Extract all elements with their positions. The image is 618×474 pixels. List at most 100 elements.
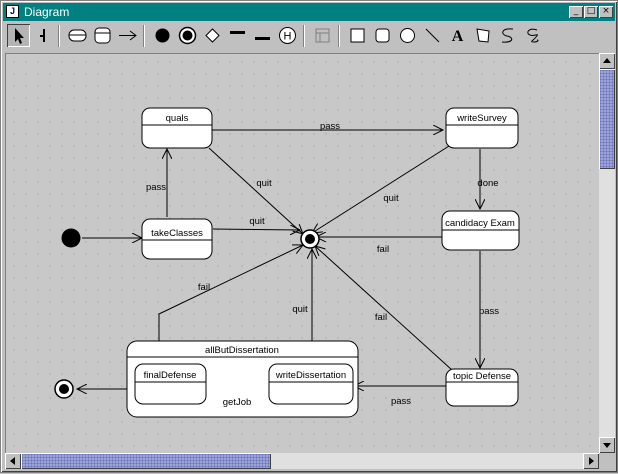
join-tool-button[interactable] [251, 24, 274, 47]
transition-label: fail [377, 244, 389, 255]
transition-label: fail [198, 282, 210, 293]
vertical-scroll-thumb[interactable] [599, 69, 615, 169]
state-takeClasses[interactable]: takeClasses [141, 218, 213, 260]
spline-tool-button[interactable] [496, 24, 519, 47]
state-label: writeSurvey [456, 113, 507, 124]
history-tool-button[interactable]: H [276, 24, 299, 47]
scroll-down-button[interactable] [599, 437, 615, 453]
transition-quit-quals[interactable] [208, 147, 303, 234]
state-label: quals [166, 113, 189, 124]
horizontal-scrollbar[interactable] [5, 453, 599, 469]
arrow-up-icon [603, 58, 611, 63]
initial-state-tool-button[interactable] [151, 24, 174, 47]
toolbar-separator [143, 25, 145, 47]
svg-text:A: A [452, 28, 464, 45]
line-tool-button[interactable] [421, 24, 444, 47]
polygon-tool-button[interactable] [471, 24, 494, 47]
toolbar: H A [3, 22, 615, 51]
diagram-canvas[interactable]: allButDissertation quals writeSurvey tak… [5, 53, 599, 453]
final-state-icon [178, 26, 197, 45]
toolbar-separator [338, 25, 340, 47]
state-candidacyExam[interactable]: candidacy Exam [441, 210, 520, 251]
ink-tool-button[interactable] [521, 24, 544, 47]
circle-tool-button[interactable] [396, 24, 419, 47]
diamond-icon [205, 28, 220, 43]
transition-quit-survey[interactable] [312, 145, 450, 233]
text-tool-button[interactable]: A [446, 24, 469, 47]
java-app-icon: J [6, 5, 19, 18]
transition-label: quit [249, 216, 265, 227]
state-label: finalDefense [144, 370, 197, 381]
arrow-pointer-icon [15, 28, 24, 44]
broom-tool-button[interactable] [31, 24, 54, 47]
transition-label: fail [375, 312, 387, 323]
scroll-up-button[interactable] [599, 53, 615, 69]
ink-icon [527, 28, 539, 43]
composite-state-label: allButDissertation [205, 345, 279, 356]
minimize-button[interactable]: _ [569, 6, 583, 18]
properties-tool-button[interactable] [311, 24, 334, 47]
state-finalDefense[interactable]: finalDefense [134, 363, 207, 405]
transition-label: pass [320, 121, 340, 132]
vertical-scrollbar[interactable] [599, 53, 615, 453]
composite-state-tool-button[interactable] [91, 24, 114, 47]
state-icon [68, 29, 87, 42]
final-state-tool-button[interactable] [176, 24, 199, 47]
transition-label: quit [383, 193, 399, 204]
final-state-center[interactable] [300, 229, 320, 249]
rounded-rectangle-tool-button[interactable] [371, 24, 394, 47]
transition-label: pass [146, 182, 166, 193]
scrollbar-corner [599, 453, 615, 469]
transition-quit-classes[interactable] [212, 229, 300, 230]
properties-icon [315, 28, 330, 43]
state-label: candidacy Exam [445, 218, 515, 229]
window-title: Diagram [24, 5, 70, 19]
initial-state-icon [155, 28, 170, 43]
transition-label: pass [391, 396, 411, 407]
transition-label: getJob [223, 397, 252, 408]
transition-fail-topic[interactable] [315, 246, 453, 371]
circle-icon [400, 28, 415, 43]
svg-text:H: H [284, 31, 292, 43]
state-topicDefense[interactable]: topic Defense [445, 368, 519, 407]
rectangle-icon [350, 28, 365, 43]
join-bar-icon [255, 37, 270, 40]
composite-state-icon [94, 27, 111, 44]
state-writeDissertation[interactable]: writeDissertation [268, 363, 354, 405]
transition-label: done [477, 178, 498, 189]
state-diagram: allButDissertation quals writeSurvey tak… [54, 107, 520, 418]
text-a-icon: A [452, 28, 464, 45]
state-writeSurvey[interactable]: writeSurvey [445, 107, 519, 149]
rectangle-tool-button[interactable] [346, 24, 369, 47]
broom-icon [40, 29, 45, 42]
toolbar-separator [58, 25, 60, 47]
arrow-down-icon [603, 443, 611, 448]
transition-tool-button[interactable] [116, 24, 139, 47]
title-bar[interactable]: J Diagram _ □ × [3, 3, 615, 21]
transition-fail-composite[interactable] [158, 245, 303, 355]
state-quals[interactable]: quals [141, 107, 213, 149]
toolbar-separator [303, 25, 305, 47]
arrow-right-icon [589, 457, 594, 465]
arrow-left-icon [10, 457, 15, 465]
fork-tool-button[interactable] [226, 24, 249, 47]
transition-arrow-icon [119, 30, 137, 41]
maximize-button[interactable]: □ [584, 6, 598, 18]
scroll-left-button[interactable] [5, 453, 21, 469]
history-icon: H [279, 27, 296, 44]
transition-label: quit [256, 178, 272, 189]
branch-tool-button[interactable] [201, 24, 224, 47]
select-tool-button[interactable] [7, 24, 30, 47]
rounded-rectangle-icon [375, 28, 390, 43]
initial-state[interactable] [61, 228, 81, 248]
transition-label: pass [479, 306, 499, 317]
polygon-icon [476, 28, 490, 43]
horizontal-scroll-thumb[interactable] [21, 453, 271, 469]
state-label: takeClasses [151, 228, 203, 239]
scroll-right-button[interactable] [583, 453, 599, 469]
state-tool-button[interactable] [66, 24, 89, 47]
final-state-left[interactable] [54, 379, 74, 399]
close-button[interactable]: × [599, 6, 613, 18]
transition-label: quit [292, 304, 308, 315]
